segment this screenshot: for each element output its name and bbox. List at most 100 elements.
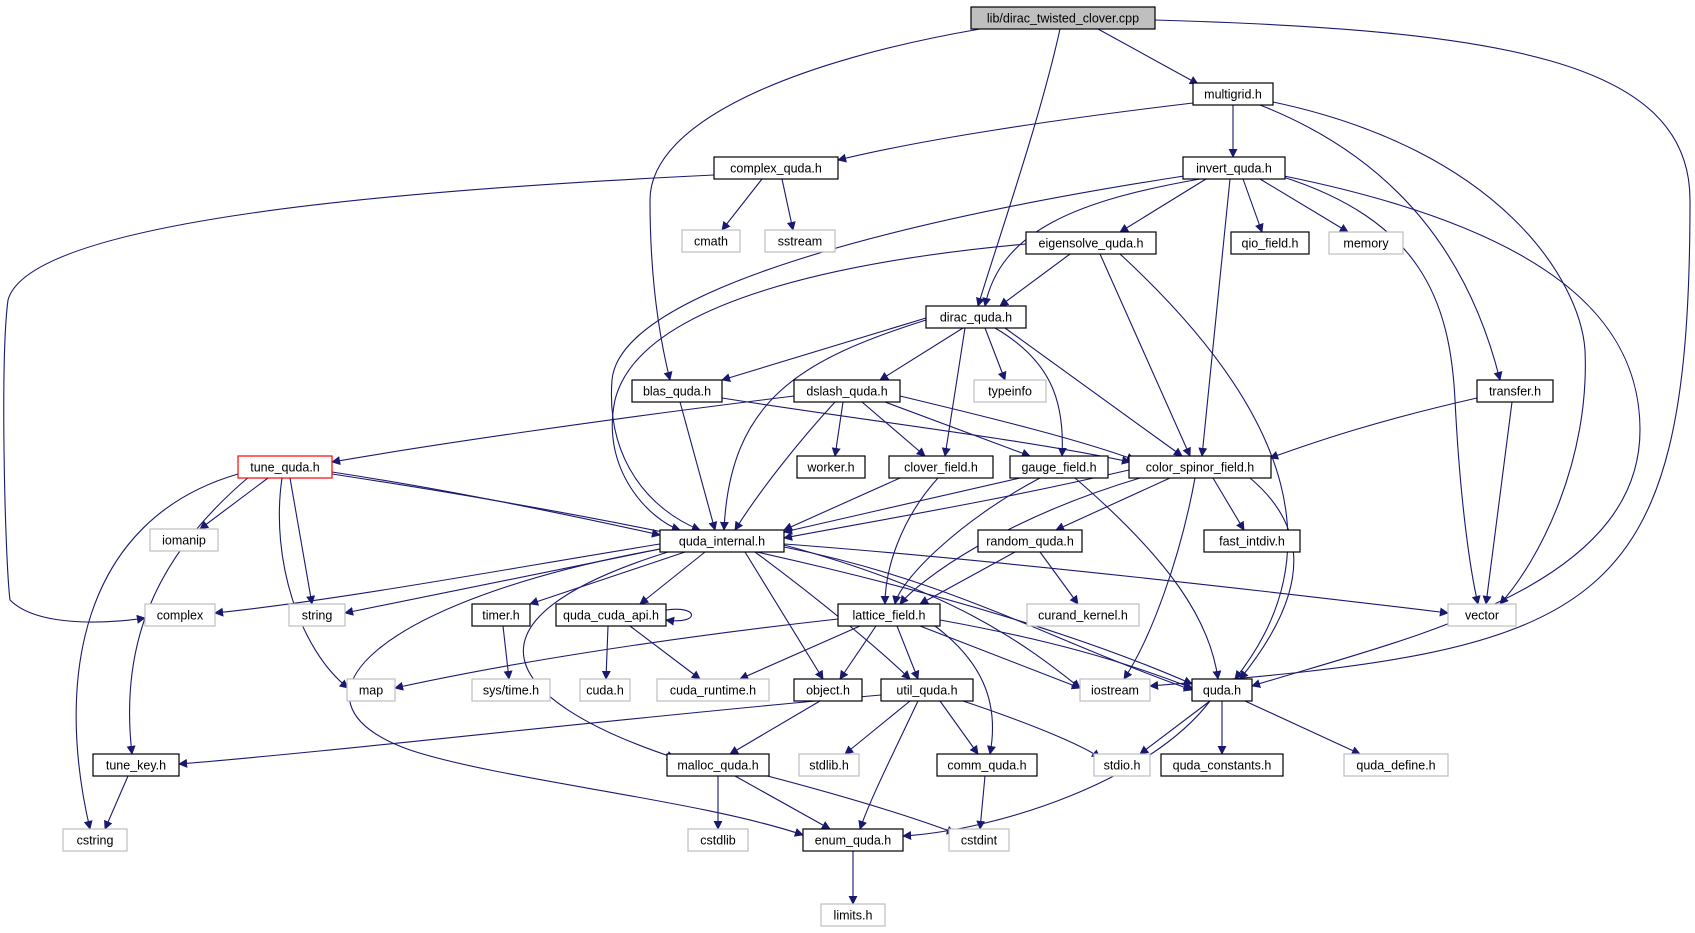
edge-tune-quda-to-iomanip [199,477,269,530]
node-box [1160,753,1284,777]
node-quda[interactable]: quda.h [1191,678,1253,702]
node-label: cuda.h [586,684,624,698]
node-worker[interactable]: worker.h [796,455,866,479]
edge-invert-quda-to-quda-internal [610,175,1185,532]
node-label: cmath [694,235,728,249]
node-label: clover_field.h [904,461,978,475]
node-box [666,753,770,777]
node-curand-kernel: curand_kernel.h [1026,603,1140,627]
node-box [1447,603,1517,627]
node-box [1025,231,1157,255]
node-map: map [346,678,396,702]
node-comm-quda[interactable]: comm_quda.h [936,753,1038,777]
node-label: quda_constants.h [1173,759,1272,773]
node-label: malloc_quda.h [677,759,758,773]
node-quda-internal[interactable]: quda_internal.h [659,529,785,553]
node-label: tune_key.h [106,759,166,773]
node-gauge-field[interactable]: gauge_field.h [1009,455,1109,479]
node-label: cstring [77,834,114,848]
node-box [555,603,667,627]
node-label: limits.h [834,909,873,923]
node-dslash-quda[interactable]: dslash_quda.h [793,379,901,403]
node-util-quda[interactable]: util_quda.h [880,678,974,702]
edge-dslash-quda-to-clover-field [861,401,926,457]
node-eigensolve-quda[interactable]: eigensolve_quda.h [1025,231,1157,255]
node-label: quda.h [1203,684,1241,698]
node-clover-field[interactable]: clover_field.h [888,455,994,479]
node-timer[interactable]: timer.h [471,603,531,627]
node-box [1182,156,1286,180]
node-complex-quda[interactable]: complex_quda.h [713,156,839,180]
node-iostream: iostream [1079,678,1151,702]
edges-layer [3,19,1691,905]
edge-color-spinor-field-to-quda [1239,477,1295,680]
node-invert-quda[interactable]: invert_quda.h [1182,156,1286,180]
node-enum-quda[interactable]: enum_quda.h [802,828,904,852]
edge-quda-internal-to-iostream [783,544,1081,689]
node-cstdlib: cstdlib [687,828,749,852]
node-multigrid[interactable]: multigrid.h [1192,82,1274,106]
node-box [793,678,863,702]
edge-lattice-field-to-util-quda [896,625,920,680]
node-label: qio_field.h [1242,237,1299,251]
node-cuda-runtime: cuda_runtime.h [656,678,770,702]
node-tune-quda[interactable]: tune_quda.h [237,455,333,479]
node-box [764,229,836,253]
edge-util-quda-to-stdlib [844,700,911,755]
node-box [1026,603,1140,627]
node-malloc-quda[interactable]: malloc_quda.h [666,753,770,777]
node-label: string [302,609,333,623]
node-dirac-quda[interactable]: dirac_quda.h [925,305,1027,329]
edge-quda-internal-to-quda [783,546,1193,692]
node-box [681,229,741,253]
node-label: multigrid.h [1204,88,1262,102]
node-label: util_quda.h [896,684,957,698]
node-lattice-field[interactable]: lattice_field.h [837,603,941,627]
node-label: quda_internal.h [679,535,765,549]
edge-dirac-quda-to-blas-quda [721,317,927,382]
nodes-layer: lib/dirac_twisted_clover.cpp multigrid.h c… [62,6,1554,927]
edge-dirac-quda-to-color-spinor-field [1004,327,1183,457]
node-blas-quda[interactable]: blas_quda.h [631,379,723,403]
node-label: enum_quda.h [815,834,892,848]
node-box [631,379,723,403]
node-root[interactable]: lib/dirac_twisted_clover.cpp [970,6,1156,30]
node-box [579,678,631,702]
node-label: color_spinor_field.h [1146,461,1254,475]
node-transfer[interactable]: transfer.h [1476,379,1554,403]
edge-transfer-to-vector [1482,401,1513,605]
edge-quda-cuda-api-to-quda-cuda-api [665,608,693,626]
node-quda-constants[interactable]: quda_constants.h [1160,753,1284,777]
node-box [948,828,1010,852]
edge-quda-cuda-api-to-cuda-runtime [629,625,701,680]
node-box [659,529,785,553]
node-tune-key[interactable]: tune_key.h [92,753,180,777]
node-box [925,305,1027,329]
node-box [656,678,770,702]
node-box [936,753,1038,777]
edge-malloc-quda-to-cstdint [759,773,956,835]
edge-quda-internal-to-quda-cuda-api [639,551,706,605]
node-box [713,156,839,180]
node-object[interactable]: object.h [793,678,863,702]
node-cstdint: cstdint [948,828,1010,852]
edge-quda-to-quda-define [1244,700,1361,755]
node-label: memory [1343,237,1389,251]
node-label: comm_quda.h [947,759,1026,773]
node-box [1191,678,1253,702]
node-box [888,455,994,479]
node-box [346,678,396,702]
edge-lattice-field-to-map [394,618,839,691]
node-random-quda[interactable]: random_quda.h [977,529,1083,553]
edge-lattice-field-to-quda [939,619,1193,690]
node-box [970,6,1156,30]
node-quda-cuda-api[interactable]: quda_cuda_api.h [555,603,667,627]
node-fast-intdiv[interactable]: fast_intdiv.h [1203,529,1301,553]
node-qio-field[interactable]: qio_field.h [1230,231,1310,255]
node-label: eigensolve_quda.h [1039,237,1144,251]
node-color-spinor-field[interactable]: color_spinor_field.h [1128,455,1272,479]
node-box [471,678,551,702]
node-label: vector [1465,609,1499,623]
node-label: map [359,684,383,698]
